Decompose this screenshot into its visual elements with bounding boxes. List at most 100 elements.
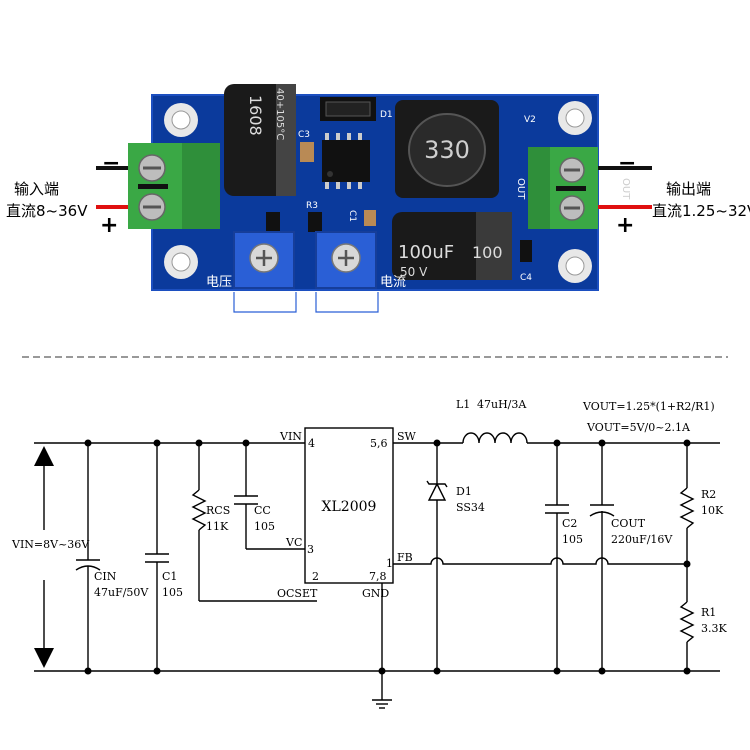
pin-fb-label: FB — [397, 551, 413, 564]
r2-name: R2 — [701, 488, 716, 501]
junction-dot — [195, 439, 203, 447]
vin-range-label: VIN=8V~36V — [11, 538, 90, 551]
silk-v2: V2 — [524, 115, 536, 125]
big-cap-marking: 100uF — [398, 242, 454, 263]
l1-name: L1 — [456, 398, 470, 411]
junction-dot — [153, 439, 161, 447]
junction-dot — [683, 667, 691, 675]
pin-gnd-number: 7,8 — [369, 570, 387, 583]
pin-fb-number: 1 — [386, 557, 393, 570]
junction-dot — [433, 667, 441, 675]
cout-value: 220uF/16V — [611, 533, 673, 546]
ic-xl2009 — [304, 427, 394, 584]
c2-value: 105 — [562, 533, 583, 546]
silk-d1: D1 — [380, 110, 393, 120]
c1-name: C1 — [162, 570, 177, 583]
junction-dot — [378, 667, 386, 675]
junction-dot — [553, 667, 561, 675]
l1-value: 47uH/3A — [477, 398, 527, 411]
c2-name: C2 — [562, 517, 577, 530]
cc-name: CC — [254, 504, 271, 517]
smd-resistor — [308, 212, 322, 232]
c1-value: 105 — [162, 586, 183, 599]
r1-value: 3.3K — [701, 622, 727, 635]
junction-dot — [598, 439, 606, 447]
silk-r3: R3 — [306, 201, 318, 211]
pin-sw-label: SW — [397, 430, 417, 443]
diode-d1-symbol — [427, 482, 447, 501]
junction-dot — [683, 439, 691, 447]
d1-value: SS34 — [456, 501, 485, 514]
resistor-r2 — [679, 487, 695, 529]
big-cap-side-marking: 100 — [472, 243, 503, 262]
r1-name: R1 — [701, 606, 716, 619]
pin-vc-label: VC — [285, 536, 302, 549]
silk-out-terminal: OUT — [620, 178, 631, 200]
pot-callout-bracket — [315, 292, 379, 313]
smd-resistor — [266, 212, 280, 232]
pcb-photo: 1608 40+105°C D1 C3 330 V2 10 — [6, 84, 750, 313]
vout-formula: VOUT=1.25*(1+R2/R1) — [582, 400, 715, 413]
cin-name: CIN — [94, 570, 117, 583]
small-electrolytic-capacitor: 1608 40+105°C — [224, 84, 296, 196]
pin-vin-label: VIN — [279, 430, 302, 443]
big-cap-voltage: 50 V — [400, 265, 428, 279]
wire-feedback — [393, 557, 687, 565]
cin-value: 47uF/50V — [94, 586, 149, 599]
junction-dot — [242, 439, 250, 447]
small-cap-side-marking: 40+105°C — [274, 88, 285, 140]
junction-dot — [84, 439, 92, 447]
silk-c4: C4 — [520, 273, 532, 283]
inductor-marking: 330 — [424, 136, 470, 164]
mounting-hole — [164, 245, 198, 279]
output-terminal-block — [528, 147, 598, 229]
vout-range: VOUT=5V/0~2.1A — [586, 421, 691, 434]
input-minus-sign: − — [102, 151, 120, 176]
output-plus-sign: + — [616, 213, 634, 238]
smd-capacitor — [300, 142, 314, 162]
pin-vc-number: 3 — [307, 543, 314, 556]
large-electrolytic-capacitor: 100uF 50 V 100 — [392, 212, 512, 280]
current-potentiometer — [315, 231, 377, 289]
silk-c3: C3 — [298, 130, 310, 140]
input-range: 直流8~36V — [6, 202, 88, 220]
cc-value: 105 — [254, 520, 275, 533]
silk-pot-voltage: 电压 — [206, 275, 232, 290]
ic-chip — [322, 133, 370, 189]
junction-dot — [433, 439, 441, 447]
diode-d1: D1 — [320, 97, 393, 121]
resistor-r1 — [679, 601, 695, 643]
silk-pot-current: 电流 — [380, 275, 406, 290]
pin-ocset-label: OCSET — [277, 587, 318, 600]
silk-out-pcb: OUT — [515, 178, 526, 200]
junction-dot — [84, 667, 92, 675]
pin-gnd-label: GND — [362, 587, 389, 600]
resistor-rcs — [191, 489, 207, 531]
rcs-name: RCS — [206, 504, 230, 517]
mounting-hole — [558, 101, 592, 135]
junction-dot — [153, 667, 161, 675]
junction-dot — [683, 560, 691, 568]
input-plus-sign: + — [100, 213, 118, 238]
mounting-hole — [164, 103, 198, 137]
schematic: VIN=8V~36V CIN 47uF/50V C1 105 RCS 11K C… — [11, 398, 727, 709]
pin-ocset-number: 2 — [312, 570, 319, 583]
smd-capacitor — [364, 210, 376, 226]
input-terminal-block — [128, 143, 220, 229]
junction-dot — [598, 667, 606, 675]
output-minus-sign: − — [618, 151, 636, 176]
silk-vin: VIN — [96, 178, 109, 197]
d1-name: D1 — [456, 485, 472, 498]
mounting-hole — [558, 249, 592, 283]
input-title: 输入端 — [14, 180, 59, 198]
small-cap-marking: 1608 — [246, 95, 265, 136]
junction-dot — [553, 439, 561, 447]
smd-component — [520, 240, 532, 262]
silk-c1: C1 — [347, 210, 357, 222]
ic-name: XL2009 — [322, 499, 377, 515]
output-title: 输出端 — [666, 180, 711, 198]
rcs-value: 11K — [206, 520, 229, 533]
output-range: 直流1.25~32V — [652, 202, 750, 220]
r2-value: 10K — [701, 504, 724, 517]
